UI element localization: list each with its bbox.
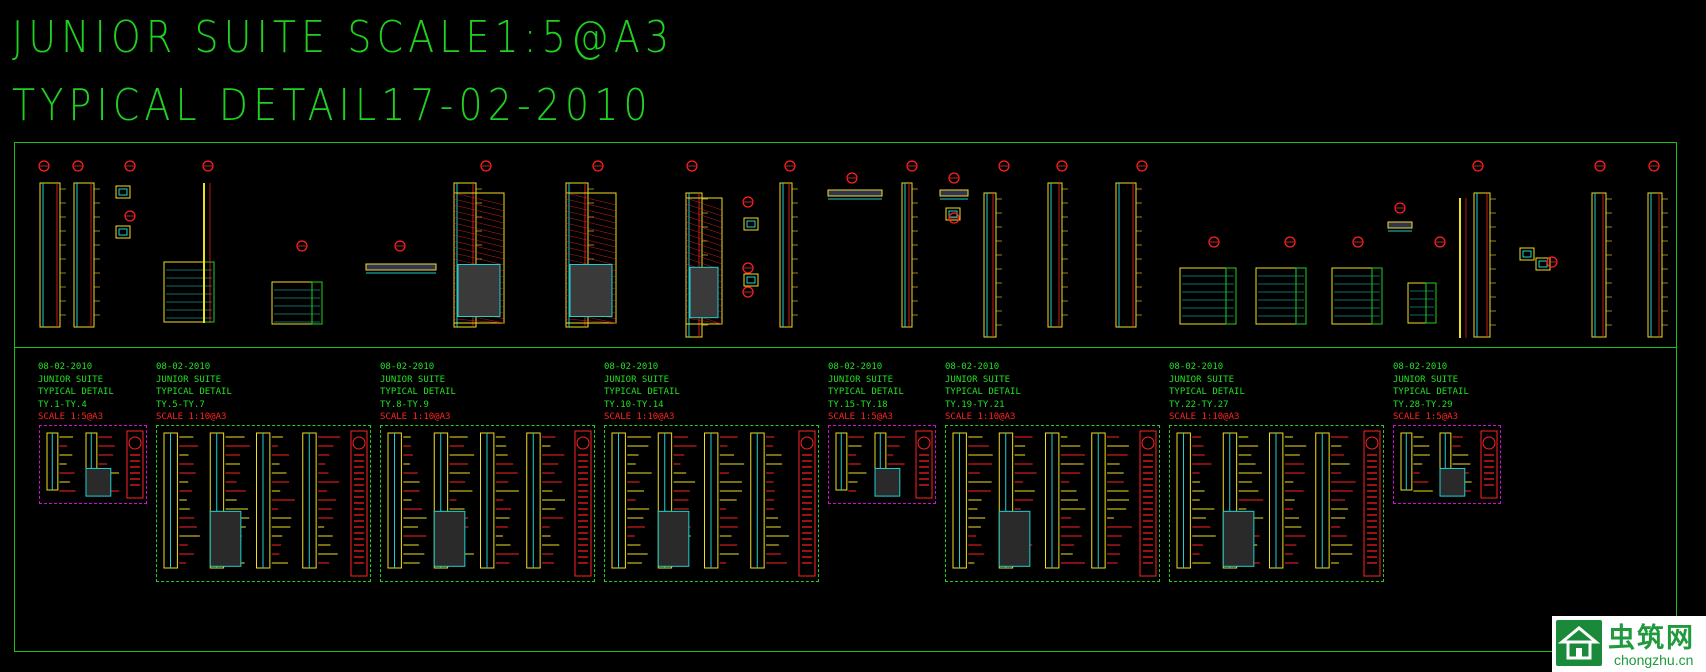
sheet-scale: SCALE 1:5@A3 [828,412,894,422]
sheet-scale: SCALE 1:10@A3 [156,412,227,422]
sheet-type: TYPICAL DETAIL [828,387,904,397]
sheet-label-1: 08-02-2010 JUNIOR SUITE TYPICAL DETAIL T… [38,361,114,424]
sheet-type: TYPICAL DETAIL [1169,387,1245,397]
sheet-scale: SCALE 1:10@A3 [604,412,675,422]
sheet-date: 08-02-2010 [1169,362,1224,372]
sheet-project: JUNIOR SUITE [38,374,104,385]
sheet-date: 08-02-2010 [828,362,883,372]
sheet-scale: SCALE 1:10@A3 [380,412,451,422]
sheet-type: TYPICAL DETAIL [1393,387,1469,397]
sheet-label-2: 08-02-2010 JUNIOR SUITE TYPICAL DETAIL T… [156,361,232,424]
sheet-label-8: 08-02-2010 JUNIOR SUITE TYPICAL DETAIL T… [1393,361,1469,424]
watermark-chinese: 虫筑网 [1608,623,1695,654]
sheet-thumbnail-4[interactable] [604,425,819,582]
sheet-range: TY.19-TY.21 [945,399,1005,410]
frame-divider [14,347,1677,348]
sheet-thumbnail-3[interactable] [380,425,595,582]
sheet-range: TY.22-TY.27 [1169,399,1229,410]
drawing-frame [14,142,1677,652]
sheet-scale: SCALE 1:5@A3 [38,412,104,422]
sheet-date: 08-02-2010 [156,362,211,372]
title-block-badge [917,436,931,450]
sheet-thumbnail-1[interactable] [39,425,147,504]
sheet-range: TY.15-TY.18 [828,399,888,410]
sheet-project: JUNIOR SUITE [156,374,222,385]
title-block-badge [1141,436,1155,450]
sheet-date: 08-02-2010 [38,362,93,372]
sheet-project: JUNIOR SUITE [380,374,446,385]
sheet-thumbnail-8[interactable] [1393,425,1501,504]
sheet-project: JUNIOR SUITE [1169,374,1235,385]
sheet-thumbnail-5[interactable] [828,425,936,504]
watermark-logo: 虫筑网 chongzhu.cn [1552,616,1706,672]
sheet-project: JUNIOR SUITE [945,374,1011,385]
title-block-badge [800,436,814,450]
sheet-project: JUNIOR SUITE [828,374,894,385]
sheet-range: TY.28-TY.29 [1393,399,1453,410]
sheet-label-4: 08-02-2010 JUNIOR SUITE TYPICAL DETAIL T… [604,361,680,424]
sheet-project: JUNIOR SUITE [604,374,670,385]
sheet-type: TYPICAL DETAIL [380,387,456,397]
title-block-badge [128,436,142,450]
title-block-badge [576,436,590,450]
sheet-scale: SCALE 1:10@A3 [1169,412,1240,422]
watermark-url: chongzhu.cn [1614,652,1694,668]
sheet-thumbnail-7[interactable] [1169,425,1384,582]
sheet-type: TYPICAL DETAIL [945,387,1021,397]
sheet-label-5: 08-02-2010 JUNIOR SUITE TYPICAL DETAIL T… [828,361,904,424]
sheet-date: 08-02-2010 [1393,362,1448,372]
sheet-scale: SCALE 1:10@A3 [945,412,1016,422]
sheet-date: 08-02-2010 [945,362,1000,372]
sheet-date: 08-02-2010 [604,362,659,372]
sheet-range: TY.5-TY.7 [156,399,205,410]
title-block-badge [1365,436,1379,450]
drawing-title-line1: JUNIOR SUITE SCALE1:5@A3 [12,12,675,63]
sheet-type: TYPICAL DETAIL [38,387,114,397]
sheet-thumbnail-2[interactable] [156,425,371,582]
drawing-title-line2: TYPICAL DETAIL17-02-2010 [12,80,653,131]
sheet-scale: SCALE 1:5@A3 [1393,412,1459,422]
house-icon [1556,620,1602,666]
sheet-range: TY.10-TY.14 [604,399,664,410]
sheet-date: 08-02-2010 [380,362,435,372]
sheet-project: JUNIOR SUITE [1393,374,1459,385]
sheet-range: TY.1-TY.4 [38,399,87,410]
sheet-label-7: 08-02-2010 JUNIOR SUITE TYPICAL DETAIL T… [1169,361,1245,424]
sheet-type: TYPICAL DETAIL [604,387,680,397]
title-block-badge [1482,436,1496,450]
sheet-label-3: 08-02-2010 JUNIOR SUITE TYPICAL DETAIL T… [380,361,456,424]
sheet-label-6: 08-02-2010 JUNIOR SUITE TYPICAL DETAIL T… [945,361,1021,424]
title-block-badge [352,436,366,450]
sheet-thumbnail-6[interactable] [945,425,1160,582]
sheet-range: TY.8-TY.9 [380,399,429,410]
sheet-type: TYPICAL DETAIL [156,387,232,397]
